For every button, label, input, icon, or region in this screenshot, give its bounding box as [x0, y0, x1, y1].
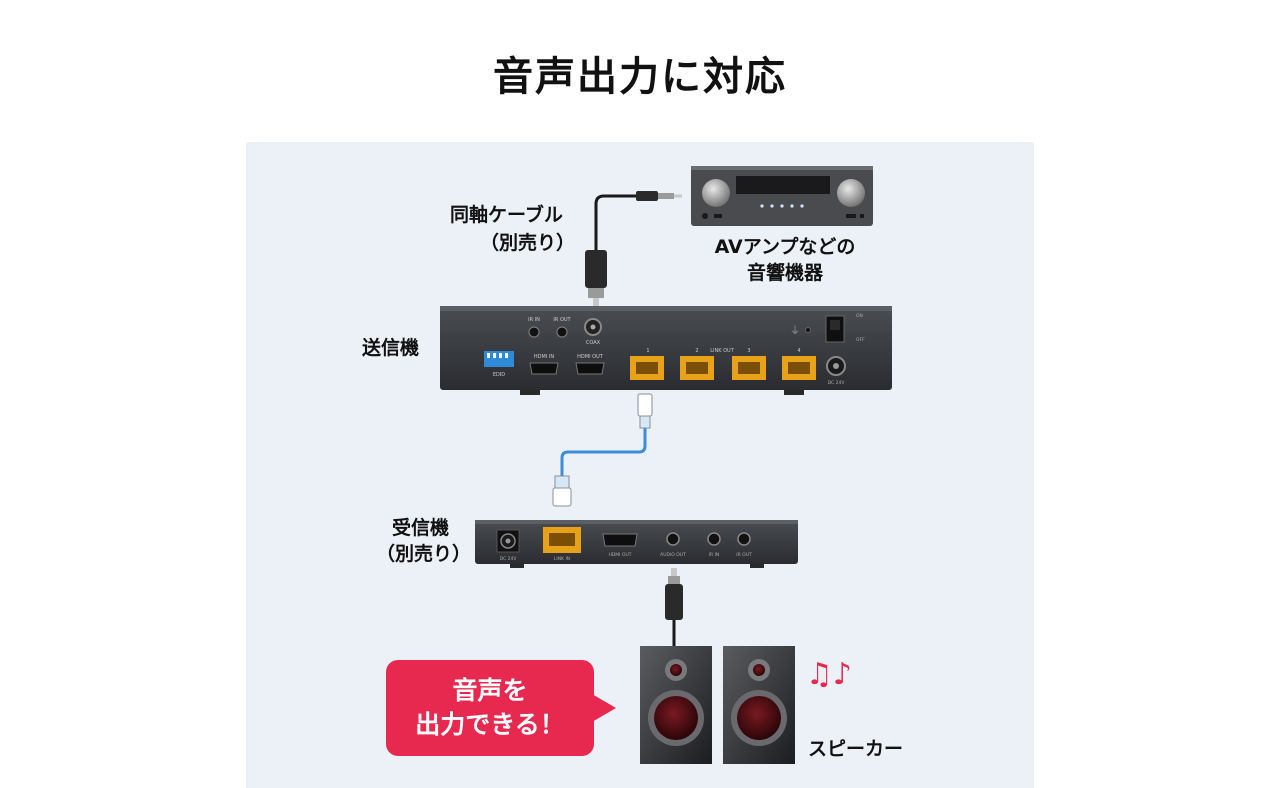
ir-in-jack-icon: [528, 326, 540, 338]
coaxial-cable: [585, 191, 682, 306]
speaker-right: [723, 646, 795, 764]
ir-out-label: IR OUT: [553, 317, 571, 323]
link-2-label: 2: [695, 348, 698, 354]
link-out-label: LINK OUT: [710, 348, 734, 354]
edid-label: EDID: [493, 372, 505, 378]
page-title: 音声出力に対応: [493, 54, 787, 100]
ir-in-label: IR IN: [528, 317, 540, 323]
transmitter-unit: IR IN IR OUT COAX EDID HDMI IN HDMI OUT …: [440, 306, 892, 395]
amp-display: [736, 176, 830, 194]
callout-tail: [592, 694, 616, 722]
receiver-label: 受信機: [392, 517, 450, 539]
volume-knob-icon: [702, 179, 730, 207]
av-amplifier-label-line2: 音響機器: [746, 262, 823, 284]
rx-ir-in-label: IR IN: [709, 552, 720, 558]
speaker-left: [640, 646, 712, 764]
hdmi-out-port-icon: [575, 362, 605, 375]
rj45-port-3-icon: [732, 356, 766, 380]
audio-output-callout: 音声を 出力できる！: [386, 660, 594, 756]
rj45-port-1-icon: [630, 356, 664, 380]
callout-line1: 音声を: [452, 676, 528, 705]
rx-rj45-port-icon: [543, 527, 581, 553]
rx-link-in-label: LINK IN: [554, 556, 570, 562]
power-on-label: ON: [856, 313, 863, 319]
rx-ir-out-jack-icon: [737, 532, 751, 546]
woofer-icon: [654, 696, 698, 740]
speaker-label: スピーカー: [808, 738, 904, 760]
hdmi-out-label: HDMI OUT: [577, 354, 604, 360]
music-notes-icon: ♫♪: [806, 657, 852, 692]
rx-ir-out-label: IR OUT: [736, 552, 752, 558]
dc-label: DC 24V: [828, 380, 846, 386]
audio-cable: [665, 568, 683, 650]
coax-plug-bottom: [585, 250, 607, 288]
ground-icon: ⏚: [790, 325, 800, 337]
power-off-label: OFF: [856, 337, 865, 343]
tweeter-icon: [670, 664, 682, 676]
link-4-label: 4: [797, 348, 800, 354]
rj45-port-2-icon: [680, 356, 714, 380]
rx-hdmi-out-port-icon: [602, 533, 638, 547]
link-1-label: 1: [646, 348, 649, 354]
lan-cable: [552, 393, 653, 507]
rx-audio-out-jack-icon: [666, 532, 680, 546]
receiver-note: （別売り）: [376, 543, 472, 565]
tweeter-icon: [753, 664, 765, 676]
woofer-icon: [737, 696, 781, 740]
rj45-port-4-icon: [782, 356, 816, 380]
hdmi-in-port-icon: [529, 362, 559, 375]
coax-label: COAX: [586, 340, 601, 346]
link-3-label: 3: [747, 348, 750, 354]
transmitter-label: 送信機: [362, 337, 420, 359]
rj45-plug-bottom-icon: [552, 487, 572, 507]
ir-out-jack-icon: [556, 326, 568, 338]
rj45-plug-top-icon: [637, 393, 653, 417]
coax-plug-top: [636, 191, 658, 201]
rx-ir-in-jack-icon: [707, 532, 721, 546]
callout-line2: 出力できる！: [415, 710, 565, 739]
receiver-unit: DC 24V LINK IN HDMI OUT AUDIO OUT IR IN …: [475, 520, 798, 568]
hdmi-in-label: HDMI IN: [534, 354, 554, 360]
coaxial-cable-label: 同軸ケーブル: [450, 204, 563, 226]
rx-audio-out-label: AUDIO OUT: [660, 552, 686, 558]
rx-dc-label: DC 24V: [500, 556, 518, 562]
av-amplifier-label-line1: AVアンプなどの: [714, 236, 856, 258]
coaxial-cable-note: （別売り）: [480, 232, 576, 254]
rx-hdmi-out-label: HDMI OUT: [608, 552, 631, 558]
av-amplifier: [691, 166, 873, 226]
selector-knob-icon: [837, 179, 865, 207]
